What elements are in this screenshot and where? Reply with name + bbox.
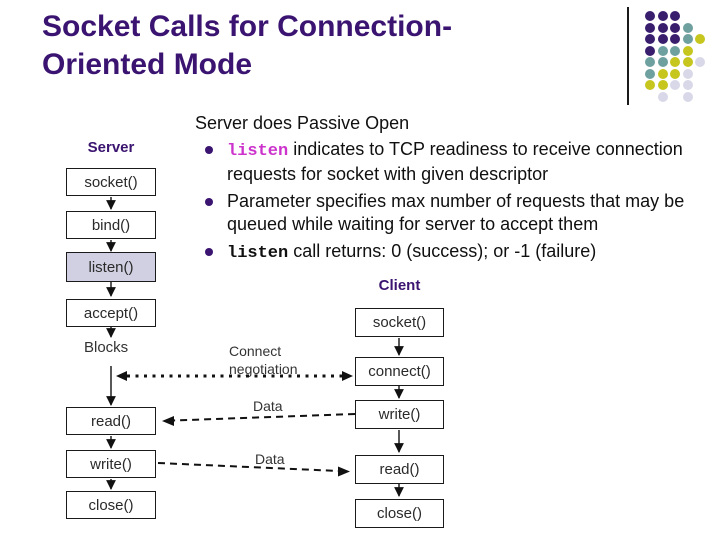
connect-label-line1: Connect <box>229 343 282 359</box>
decorative-dot <box>645 34 655 44</box>
client-box-close: close() <box>355 499 444 528</box>
bullet-icon <box>195 190 227 236</box>
separator-line <box>627 7 629 105</box>
client-box-connect: connect() <box>355 357 444 386</box>
decorative-dot <box>657 68 668 79</box>
decorative-dot <box>682 57 693 67</box>
decorative-dot <box>682 34 693 44</box>
blocks-label: Blocks <box>84 339 129 356</box>
client-box-write: write() <box>355 400 444 429</box>
code-listen: listen <box>227 142 289 161</box>
code-listen: listen <box>227 244 289 263</box>
decorative-dot <box>670 22 680 33</box>
decorative-dot <box>682 80 693 90</box>
data-dashed-line-bottom <box>157 462 340 472</box>
content-block: Server does Passive Open listen indicate… <box>195 112 715 269</box>
server-box-bind: bind() <box>66 211 156 239</box>
arrowhead-data-bottom <box>338 466 350 477</box>
decorative-dot <box>645 45 655 56</box>
bullet-icon <box>195 240 227 265</box>
intro-text: Server does Passive Open <box>195 113 410 133</box>
decorative-dot <box>657 57 668 67</box>
arrowhead-data-top <box>162 416 174 426</box>
decorative-dot <box>657 11 668 21</box>
bullet-text-body: indicates to TCP readiness to receive co… <box>227 139 683 184</box>
decorative-dot <box>645 22 655 33</box>
data-dashed-line-top <box>172 413 356 422</box>
arrowhead-left <box>116 371 127 381</box>
server-box-accept: accept() <box>66 299 156 327</box>
server-box-read: read() <box>66 407 156 435</box>
bullet-text-body: call returns: 0 (success); or -1 (failur… <box>288 241 597 261</box>
decorative-dot <box>670 80 680 90</box>
title-line-2: Oriented Mode <box>42 48 253 81</box>
title-line-1: Socket Calls for Connection- <box>42 10 453 43</box>
decorative-dot <box>682 91 693 102</box>
server-box-write: write() <box>66 450 156 478</box>
decorative-dot <box>682 22 693 33</box>
arrowhead-right <box>342 371 353 381</box>
bullet-item: listen call returns: 0 (success); or -1 … <box>195 240 715 265</box>
decorative-dot <box>645 57 655 67</box>
bullet-item: Parameter specifies max number of reques… <box>195 190 715 236</box>
decorative-dot <box>657 45 668 56</box>
page-title: Socket Calls for Connection- Oriented Mo… <box>42 8 627 84</box>
decorative-dot <box>657 34 668 44</box>
decorative-dot <box>657 91 668 102</box>
decorative-dot <box>670 11 680 21</box>
connect-label-line2: negotiation <box>229 361 298 377</box>
server-box-listen: listen() <box>66 252 156 282</box>
data-transfer-arrows <box>157 413 356 477</box>
bullet-text: listen indicates to TCP readiness to rec… <box>227 138 715 186</box>
server-box-close: close() <box>66 491 156 519</box>
decorative-dot <box>695 34 705 44</box>
client-column-label: Client <box>378 277 421 294</box>
bullet-item: listen indicates to TCP readiness to rec… <box>195 138 715 186</box>
bullet-text: Parameter specifies max number of reques… <box>227 190 715 236</box>
client-box-read: read() <box>355 455 444 484</box>
decorative-dot <box>657 80 668 90</box>
decorative-dot <box>670 45 680 56</box>
decorative-dot <box>670 68 680 79</box>
decorative-dot <box>645 80 655 90</box>
data-label-bottom: Data <box>255 451 285 467</box>
server-box-socket: socket() <box>66 168 156 196</box>
decorative-dot <box>695 57 705 67</box>
decorative-dot <box>645 11 655 21</box>
bullet-text: listen call returns: 0 (success); or -1 … <box>227 240 715 265</box>
bullet-list: listen indicates to TCP readiness to rec… <box>195 138 715 265</box>
bullet-text-body: Parameter specifies max number of reques… <box>227 191 685 234</box>
decorative-dot <box>682 45 693 56</box>
client-box-socket: socket() <box>355 308 444 337</box>
data-label-top: Data <box>253 398 283 414</box>
bullet-icon <box>195 138 227 186</box>
decorative-dot <box>645 68 655 79</box>
decorative-dot <box>670 57 680 67</box>
decorative-dot <box>657 22 668 33</box>
server-column-label: Server <box>87 139 135 156</box>
decorative-dot <box>670 34 680 44</box>
decorative-dot <box>682 68 693 79</box>
